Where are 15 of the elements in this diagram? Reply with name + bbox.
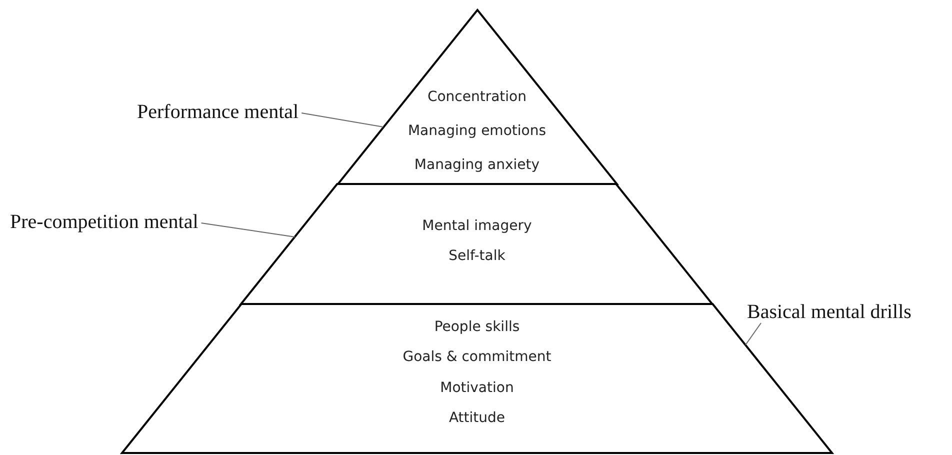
tier-item-text: Concentration <box>427 89 526 105</box>
tier-item-text: Attitude <box>448 410 506 426</box>
level-label: Pre-competition mental <box>10 210 198 234</box>
leader-line <box>301 112 384 128</box>
tier-item-text: Motivation <box>440 380 514 396</box>
level-label: Basical mental drills <box>747 300 912 324</box>
tier-item-text: Mental imagery <box>422 218 532 234</box>
tier-item-text: People skills <box>434 319 520 335</box>
level-label: Performance mental <box>137 100 299 124</box>
tier-item-text: Self-talk <box>448 248 506 264</box>
tier-item-text: Goals & commitment <box>402 349 552 365</box>
tier-item-text: Managing emotions <box>408 123 546 139</box>
leader-line <box>200 222 296 238</box>
leader-line <box>744 322 762 346</box>
tier-item-text: Managing anxiety <box>414 157 540 173</box>
